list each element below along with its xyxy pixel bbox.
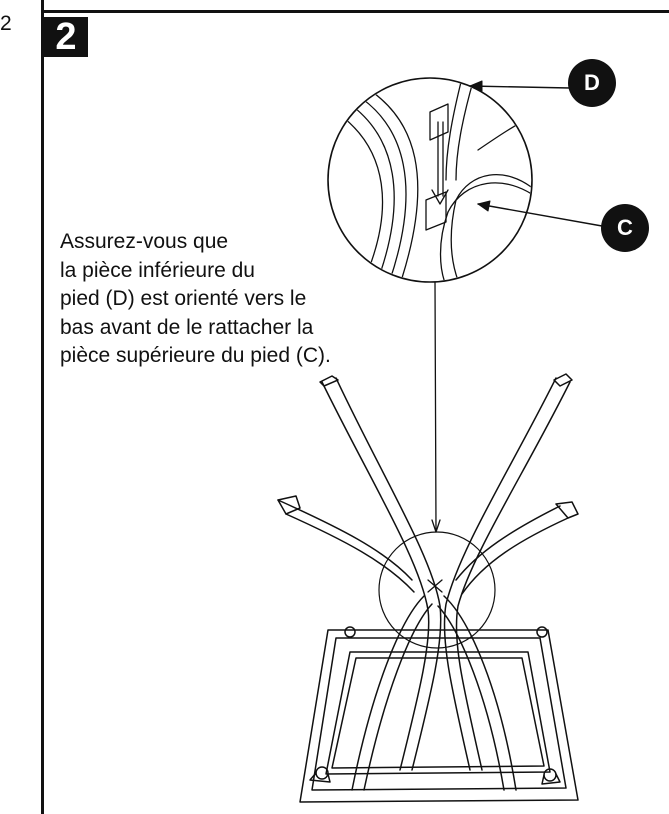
callout-d-badge: D <box>568 59 616 107</box>
joint-detail-circle <box>378 531 496 649</box>
instruction-text: Assurez-vous que la pièce inférieure du … <box>60 228 400 371</box>
instruction-line: bas avant de le rattacher la <box>60 315 314 339</box>
instruction-line: pièce supérieure du pied (C). <box>60 344 331 367</box>
step-number-badge: 2 <box>44 17 88 57</box>
page-number: 2 <box>0 12 12 35</box>
top-rule-corner <box>41 0 44 13</box>
instruction-line: pied (D) est orienté vers le <box>60 287 307 310</box>
instruction-line: la pièce inférieure du <box>60 258 255 282</box>
left-rule <box>41 10 44 814</box>
top-rule <box>41 10 669 13</box>
callout-c-badge: C <box>601 204 649 252</box>
zoom-leader-line <box>434 281 437 531</box>
table-legs <box>277 373 579 791</box>
detail-zoom-view <box>327 77 603 283</box>
table-base-frame <box>299 626 579 803</box>
instruction-line: Assurez-vous que <box>60 230 229 253</box>
